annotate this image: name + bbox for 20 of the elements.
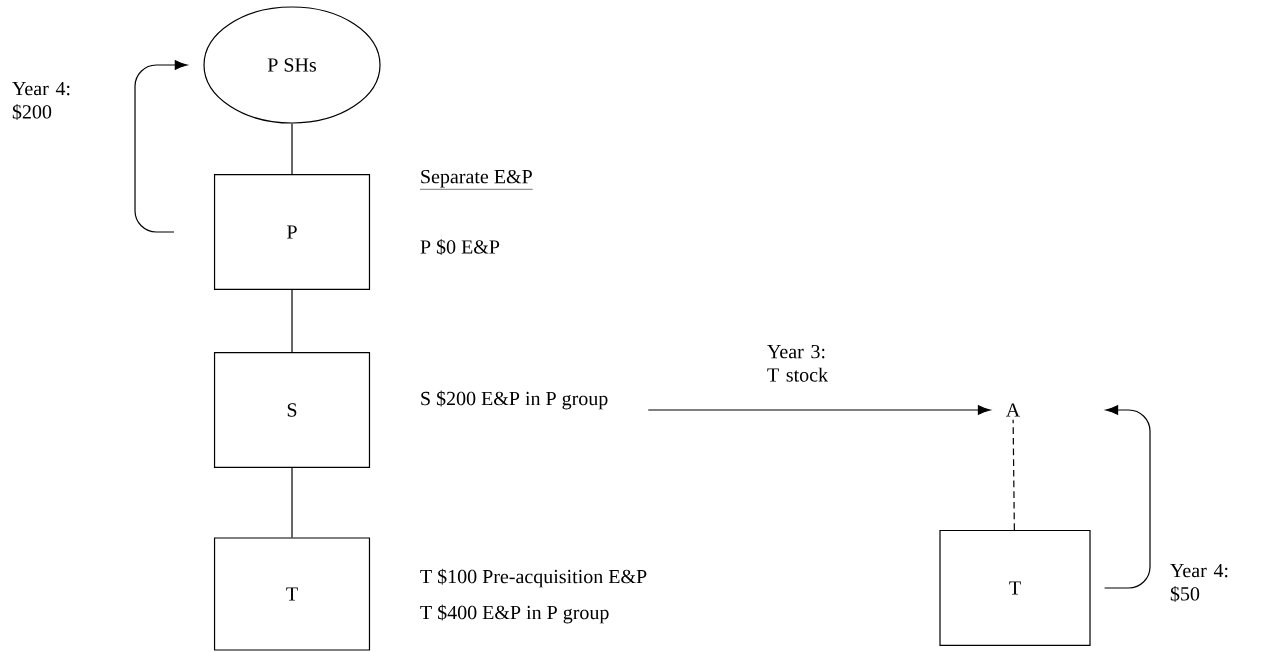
entity-label: A [1006,403,1021,417]
heading: Separate E&P [419,169,533,190]
side-note: S $200 E&P in P group [421,390,608,410]
connector-line [1012,419,1015,531]
connector-line [291,289,293,353]
side-note: T $100 Pre-acquisition E&P [420,568,647,588]
edge-label: Year 4: $200 [12,81,70,120]
edge-label: Year 3: T stock [767,344,829,382]
entity-box: P [213,173,371,291]
entity-box: S [213,351,371,469]
edge-label: Year 4: $50 [1170,563,1228,602]
connector-line [291,467,293,538]
arrow [134,60,188,233]
arrow [647,405,991,415]
side-note: T $400 E&P in P group [420,604,609,624]
arrow [1104,405,1151,589]
entity-box: T [213,537,371,651]
entity-box: T [939,529,1091,647]
connector-line [291,123,293,175]
side-note: P $0 E&P [420,239,500,255]
